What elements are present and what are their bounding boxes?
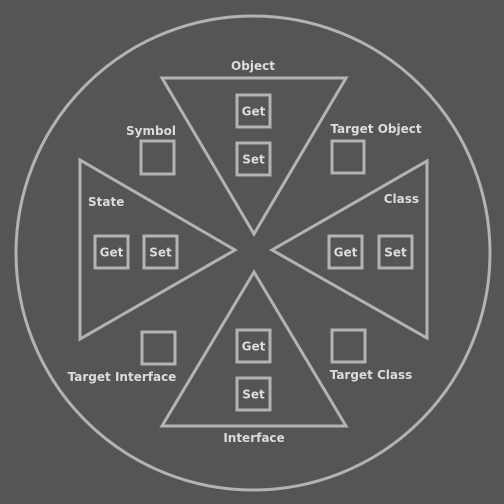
object-triangle: [159, 76, 349, 237]
interface-set-label: Set: [242, 388, 265, 402]
target-interface-box[interactable]: [140, 330, 177, 366]
state-get-button[interactable]: Get: [93, 234, 130, 270]
target-interface-label: Target Interface: [68, 370, 177, 384]
symbol-box[interactable]: [139, 139, 176, 176]
class-set-label: Set: [384, 246, 407, 260]
state-triangle: [78, 157, 238, 342]
state-label: State: [88, 195, 124, 209]
class-set-button[interactable]: Set: [377, 234, 414, 270]
target-object-label: Target Object: [330, 122, 421, 136]
outer-circle: [14, 14, 492, 492]
interface-get-button[interactable]: Get: [235, 328, 272, 364]
interface-set-button[interactable]: Set: [235, 376, 272, 412]
class-label: Class: [384, 192, 419, 206]
target-object-box[interactable]: [330, 139, 366, 175]
state-get-label: Get: [100, 246, 124, 260]
object-set-button[interactable]: Set: [235, 141, 272, 177]
interface-label: Interface: [223, 431, 284, 445]
object-set-label: Set: [242, 153, 265, 167]
object-get-button[interactable]: Get: [235, 93, 272, 129]
interface-triangle: [159, 269, 349, 428]
interface-get-label: Get: [242, 340, 266, 354]
class-triangle: [268, 158, 429, 341]
state-set-label: Set: [149, 246, 172, 260]
target-class-label: Target Class: [330, 368, 413, 382]
class-get-button[interactable]: Get: [327, 234, 364, 270]
object-label: Object: [231, 59, 275, 73]
state-set-button[interactable]: Set: [142, 234, 179, 270]
target-class-box[interactable]: [330, 328, 367, 364]
object-get-label: Get: [242, 105, 266, 119]
class-get-label: Get: [334, 246, 358, 260]
symbol-label: Symbol: [126, 124, 176, 138]
